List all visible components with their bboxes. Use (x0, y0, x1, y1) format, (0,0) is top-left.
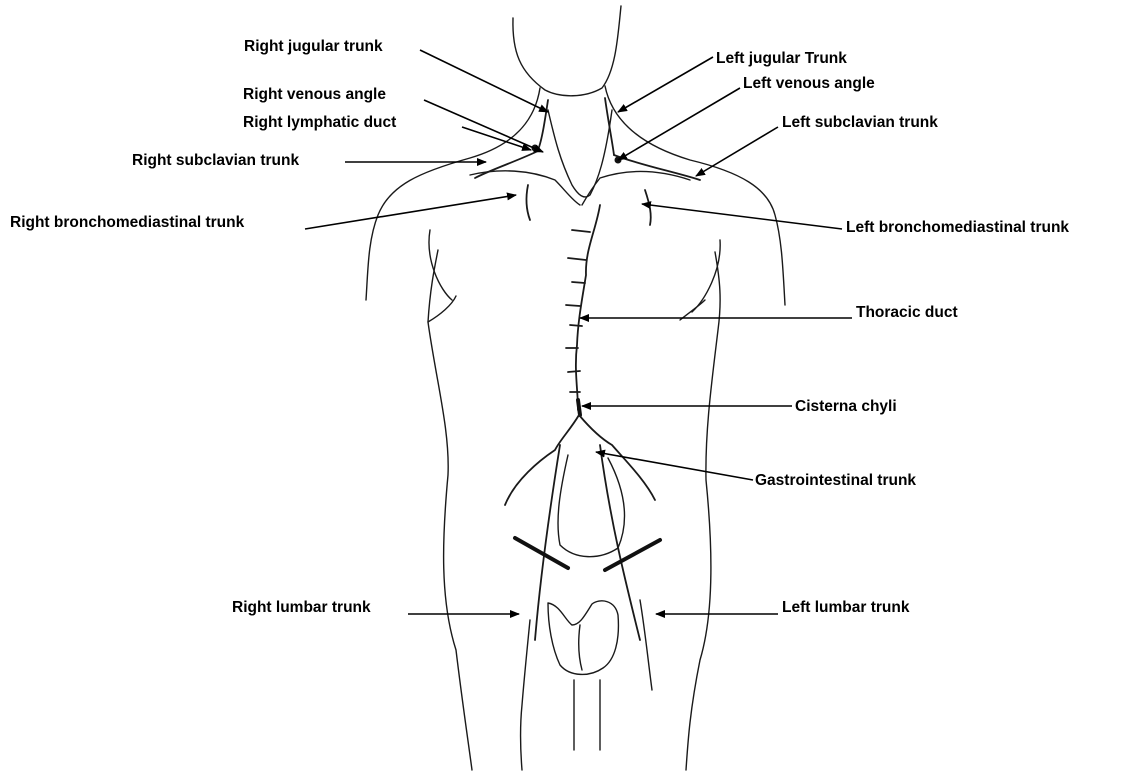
label-right-subclavian-trunk: Right subclavian trunk (132, 152, 299, 169)
right-subclavian-vessel (475, 150, 540, 178)
leader-left-broncho (642, 204, 842, 229)
leader-right-broncho (305, 195, 516, 229)
genital-outline (548, 601, 618, 675)
label-gastrointestinal-trunk: Gastrointestinal trunk (755, 472, 916, 489)
pelvis-outline (558, 455, 625, 557)
label-left-bronchomediastinal-trunk: Left bronchomediastinal trunk (846, 219, 1069, 236)
cisterna-chyli-vessel (578, 400, 580, 415)
label-right-bronchomediastinal-trunk: Right bronchomediastinal trunk (10, 214, 245, 231)
leader-right-venous-angle (424, 100, 543, 152)
lower-branches (505, 415, 655, 640)
thoracic-duct-vessel (576, 205, 600, 410)
arm-right-inner (692, 240, 720, 312)
armpit-right (680, 300, 705, 320)
label-right-lymphatic-duct: Right lymphatic duct (243, 114, 396, 131)
label-thoracic-duct: Thoracic duct (856, 304, 958, 321)
groin-right (640, 600, 652, 690)
head-outline (513, 6, 621, 96)
leader-left-subclavian (696, 127, 778, 176)
left-broncho-vessel (645, 190, 651, 225)
arm-left-inner (429, 230, 452, 300)
label-left-venous-angle: Left venous angle (743, 75, 875, 92)
label-left-jugular-trunk: Left jugular Trunk (716, 50, 847, 67)
label-right-lumbar-trunk: Right lumbar trunk (232, 599, 371, 616)
label-right-venous-angle: Right venous angle (243, 86, 386, 103)
labels: Right jugular trunk Left jugular Trunk R… (10, 38, 1069, 616)
genital-midline (579, 625, 582, 670)
thoracic-branches (566, 230, 590, 392)
neck-right-outline (605, 86, 785, 305)
lumbar-rod-right (605, 540, 660, 570)
label-cisterna-chyli: Cisterna chyli (795, 398, 897, 415)
label-right-jugular-trunk: Right jugular trunk (244, 38, 383, 55)
label-left-subclavian-trunk: Left subclavian trunk (782, 114, 938, 131)
leader-right-lymphatic-duct (462, 127, 531, 150)
body-outline (366, 6, 785, 770)
leader-right-jugular (420, 50, 548, 112)
leader-left-jugular (618, 57, 713, 112)
lymphatic-vessels (475, 98, 700, 640)
leader-gastrointestinal (596, 452, 753, 480)
leader-left-venous-angle (618, 88, 740, 160)
label-left-lumbar-trunk: Left lumbar trunk (782, 599, 910, 616)
sternum-outline (548, 110, 612, 197)
groin-left (521, 620, 531, 770)
torso-left-outline (428, 250, 472, 770)
right-broncho-vessel (527, 185, 530, 220)
torso-right-outline (686, 252, 720, 770)
